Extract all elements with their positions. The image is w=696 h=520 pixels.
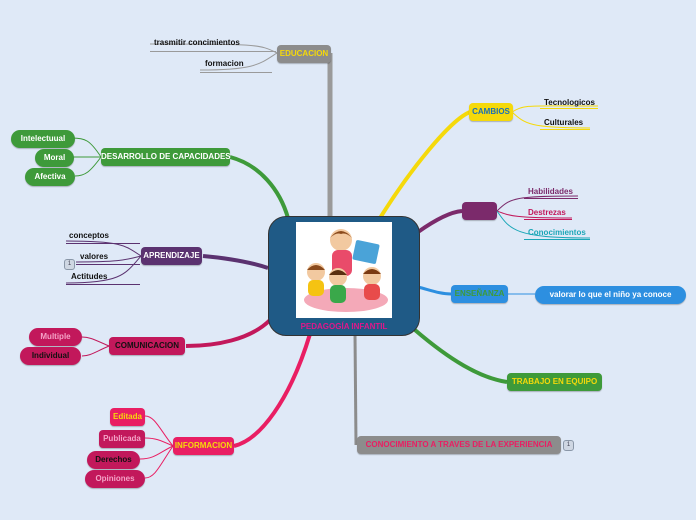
subtopic-valorar[interactable]: valorar lo que el niño ya conoce (535, 286, 686, 304)
note-count-badge[interactable]: 1 (64, 259, 75, 270)
topic-ensenanza[interactable]: ENSEÑANZA (451, 285, 508, 303)
subtopic-habilidades[interactable]: Habilidades (528, 187, 573, 196)
subtopic-conceptos[interactable]: conceptos (69, 231, 110, 240)
subtopic-opiniones[interactable]: Opiniones (85, 470, 145, 488)
subtopic-conocimientos[interactable]: Conocimientos (528, 228, 586, 237)
subtopic-underline (524, 239, 590, 240)
subtopic-afectiva[interactable]: Afectiva (25, 168, 75, 186)
subtopic-publicada[interactable]: Publicada (99, 430, 145, 448)
subtopic-intelectual[interactable]: Intelectuual (11, 130, 75, 148)
subtopic-moral[interactable]: Moral (35, 149, 74, 167)
teacher-children-illustration (296, 222, 392, 318)
topic-desarrollo-capacidades[interactable]: DESARROLLO DE CAPACIDADES (101, 148, 231, 166)
subtopic-underline (150, 51, 276, 52)
subtopic-multiple[interactable]: Multiple (29, 328, 82, 346)
subtopic-transmitir[interactable]: trasmitir concimientos (154, 38, 240, 47)
subtopic-individual[interactable]: Individual (20, 347, 81, 365)
central-topic[interactable]: PEDAGOGÍA INFANTIL (268, 216, 420, 336)
subtopic-actitudes[interactable]: Actitudes (71, 272, 108, 281)
subtopic-underline (66, 243, 140, 244)
subtopic-tecnologicos[interactable]: Tecnologicos (544, 98, 595, 107)
subtopic-underline (66, 284, 140, 285)
subtopic-underline (524, 219, 572, 220)
subtopic-underline (200, 72, 272, 73)
subtopic-formacion[interactable]: formacion (205, 59, 244, 68)
topic-trabajo-equipo[interactable]: TRABAJO EN EQUIPO (507, 373, 602, 391)
subtopic-culturales[interactable]: Culturales (544, 118, 584, 127)
topic-aprendizaje[interactable]: APRENDIZAJE (141, 247, 202, 265)
topic-informacion[interactable]: INFORMACION (173, 437, 234, 455)
subtopic-destrezas[interactable]: Destrezas (528, 208, 566, 217)
subtopic-underline (540, 108, 598, 109)
topic-capacidades-violet[interactable] (462, 202, 497, 220)
subtopic-editada[interactable]: Editada (110, 408, 145, 426)
topic-comunicacion[interactable]: COMUNICACION (109, 337, 185, 355)
topic-educacion[interactable]: EDUCACION (277, 45, 331, 63)
subtopic-underline (540, 129, 590, 130)
subtopic-valores[interactable]: valores (80, 252, 109, 261)
topic-conocimiento-experiencia[interactable]: CONOCIMIENTO A TRAVES DE LA EXPERIENCIA (357, 436, 561, 454)
subtopic-underline (524, 198, 578, 199)
central-topic-title: PEDAGOGÍA INFANTIL (300, 322, 388, 331)
subtopic-derechos[interactable]: Derechos (87, 451, 140, 469)
note-count-badge[interactable]: 1 (563, 440, 574, 451)
subtopic-underline (76, 264, 140, 265)
topic-cambios[interactable]: CAMBIOS (469, 103, 513, 121)
